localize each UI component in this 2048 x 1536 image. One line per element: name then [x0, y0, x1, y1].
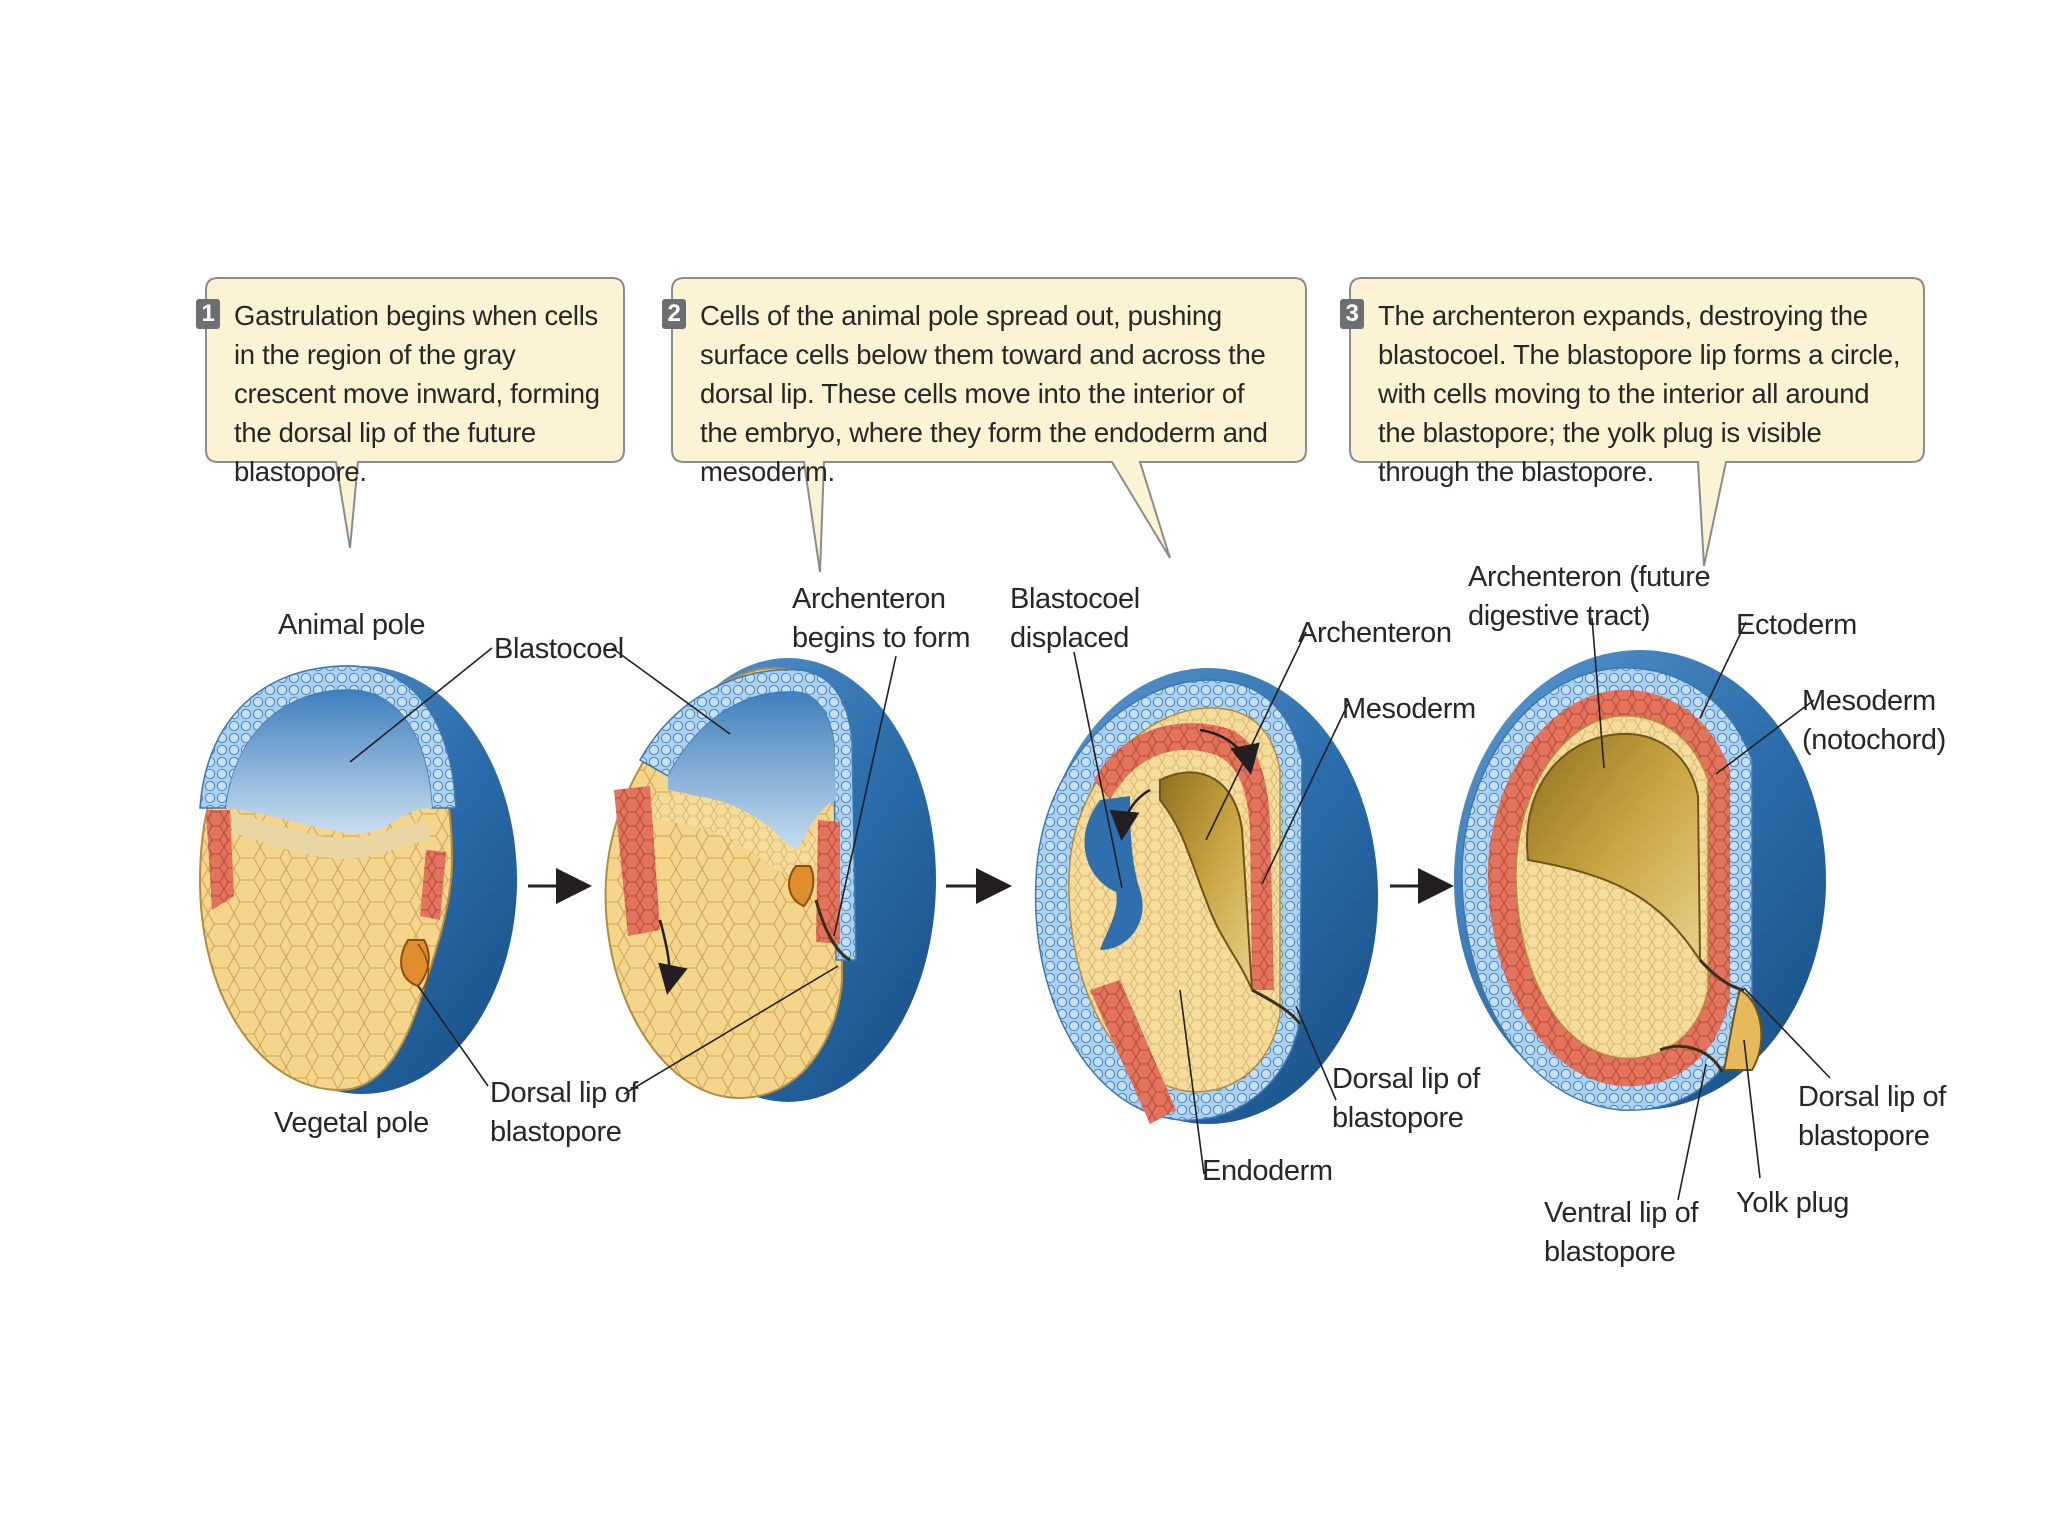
label-archenteron-begins-line-2: begins to form — [792, 622, 971, 654]
label-ventral-lip: Ventral lip of blastopore — [1544, 1194, 1698, 1272]
callout-bubbles — [205, 277, 1925, 573]
label-blastocoel: Blastocoel — [494, 633, 624, 665]
label-mesoderm-notochord: Mesoderm (notochord) — [1802, 682, 1946, 760]
label-blastocoel-displaced: Blastocoel displaced — [1010, 580, 1140, 658]
label-yolk-plug: Yolk plug — [1736, 1187, 1850, 1219]
embryo-stage-2 — [604, 658, 936, 1102]
label-mesoderm-notochord-line-2: (notochord) — [1802, 724, 1946, 756]
label-dorsal-lip-stage-4-line-1: Dorsal lip of — [1798, 1081, 1946, 1113]
embryo-stage-4 — [1454, 650, 1826, 1111]
label-endoderm: Endoderm — [1202, 1155, 1333, 1187]
callout-bubble-1 — [205, 277, 625, 549]
step-2-number: 2 — [662, 299, 686, 329]
label-blastocoel-displaced-line-2: displaced — [1010, 622, 1129, 654]
label-mesoderm: Mesoderm — [1342, 693, 1476, 725]
label-dorsal-lip-stage-4-line-2: blastopore — [1798, 1120, 1930, 1152]
leader-lines — [349, 617, 1831, 1201]
embryo-stage-3 — [1034, 668, 1378, 1124]
embryo-stage-1 — [198, 664, 517, 1094]
label-archenteron: Archenteron — [1298, 617, 1452, 649]
step-1-number: 1 — [196, 299, 220, 329]
label-dorsal-lip-stage-3-line-1: Dorsal lip of — [1332, 1063, 1480, 1095]
callout-bubble-3 — [1349, 277, 1925, 567]
step-2-text: Cells of the animal pole spread out, pus… — [700, 300, 1268, 487]
step-2-callout: 2 Cells of the animal pole spread out, p… — [662, 286, 1302, 501]
label-ventral-lip-line-2: blastopore — [1544, 1236, 1676, 1268]
label-ventral-lip-line-1: Ventral lip of — [1544, 1197, 1698, 1229]
label-archenteron-begins-line-1: Archenteron — [792, 583, 946, 615]
step-3-text: The archenteron expands, destroying the … — [1378, 300, 1901, 487]
callout-bubble-2 — [671, 277, 1307, 573]
step-1-callout: 1 Gastrulation begins when cells in the … — [196, 286, 620, 501]
label-ectoderm: Ectoderm — [1736, 609, 1857, 641]
step-3-callout: 3 The archenteron expands, destroying th… — [1340, 286, 1922, 501]
label-dorsal-lip-stage-1: Dorsal lip of blastopore — [490, 1074, 638, 1152]
step-3-number: 3 — [1340, 299, 1364, 329]
label-dorsal-lip-stage-1-line-1: Dorsal lip of — [490, 1077, 638, 1109]
label-vegetal-pole: Vegetal pole — [274, 1107, 429, 1139]
label-dorsal-lip-stage-3-line-2: blastopore — [1332, 1102, 1464, 1134]
label-dorsal-lip-stage-1-line-2: blastopore — [490, 1116, 622, 1148]
label-dorsal-lip-stage-4: Dorsal lip of blastopore — [1798, 1078, 1946, 1156]
label-archenteron-future-line-2: digestive tract) — [1468, 600, 1651, 632]
label-archenteron-begins: Archenteron begins to form — [792, 580, 971, 658]
step-1-text: Gastrulation begins when cells in the re… — [234, 300, 600, 487]
label-mesoderm-notochord-line-1: Mesoderm — [1802, 685, 1936, 717]
label-archenteron-future-line-1: Archenteron (future — [1468, 561, 1711, 593]
label-archenteron-future: Archenteron (future digestive tract) — [1468, 558, 1711, 636]
label-dorsal-lip-stage-3: Dorsal lip of blastopore — [1332, 1060, 1480, 1138]
label-animal-pole: Animal pole — [278, 609, 426, 641]
label-blastocoel-displaced-line-1: Blastocoel — [1010, 583, 1140, 615]
